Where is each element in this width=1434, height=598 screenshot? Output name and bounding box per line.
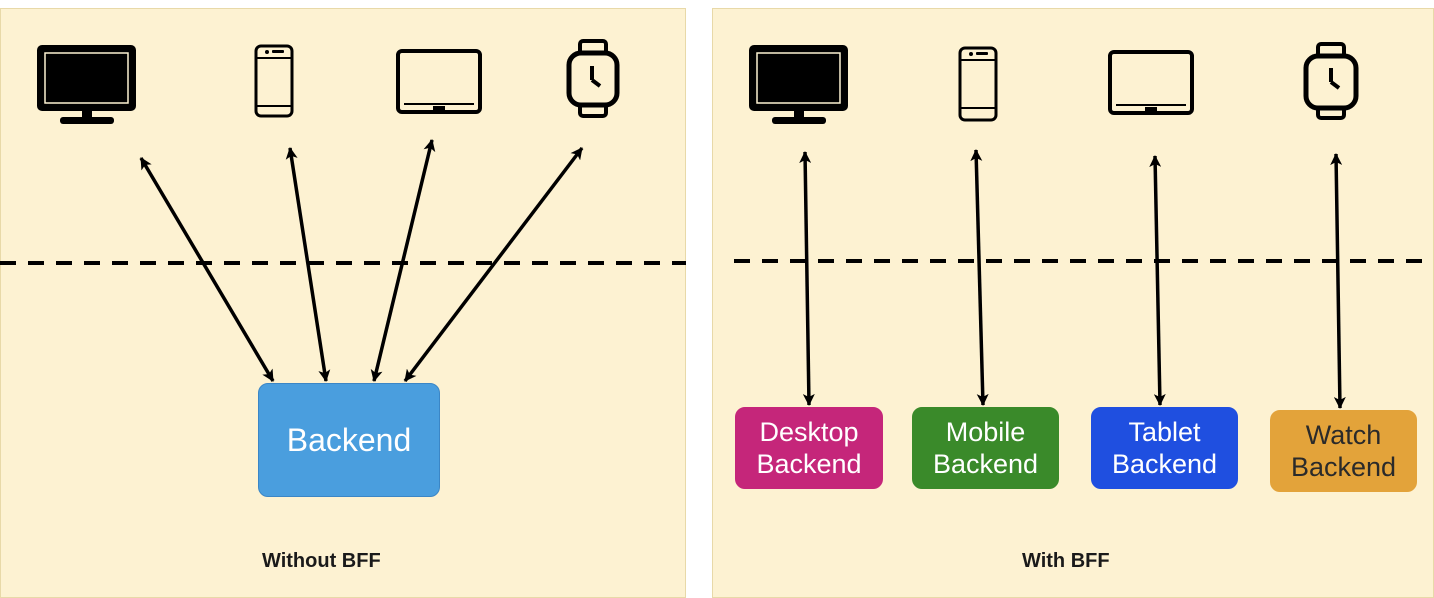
tablet-backend-line2: Backend [1111,449,1218,479]
desktop-backend-arrow [139,157,275,382]
tablet-backend-arrow [370,139,436,382]
watch-bff-arrow [1330,153,1346,409]
with-bff-caption: With BFF [1022,550,1110,572]
desktop-icon [37,45,136,124]
mobile-bff-arrow [970,149,989,406]
desktop-backend-line1: Desktop [759,416,859,447]
smartwatch-icon [1303,42,1359,120]
tablet-icon [396,49,482,114]
mobile-backend-line2: Backend [932,449,1039,479]
desktop-backend-box: Desktop Backend [735,407,883,489]
desktop-bff-arrow [799,151,815,406]
tablet-icon [1108,50,1194,115]
mobile-backend-box: Mobile Backend [912,407,1059,489]
mobile-backend-line1: Mobile [945,416,1026,447]
watch-backend-box: Watch Backend [1270,410,1417,492]
mobile-phone-icon [958,46,998,122]
desktop-backend-line2: Backend [756,449,862,479]
backend-box: Backend [258,383,440,497]
tablet-bff-arrow [1149,155,1166,406]
watch-backend-line1: Watch [1305,419,1382,450]
smartwatch-icon [566,39,620,118]
mobile-phone-icon [254,44,294,118]
watch-backend-line2: Backend [1290,452,1397,482]
watch-backend-arrow [403,146,584,383]
tablet-backend-line1: Tablet [1128,416,1201,447]
tablet-backend-box: Tablet Backend [1091,407,1238,489]
backend-label: Backend [286,421,412,458]
desktop-icon [749,45,848,124]
without-bff-caption: Without BFF [262,550,381,572]
mobile-backend-arrow [285,147,331,382]
